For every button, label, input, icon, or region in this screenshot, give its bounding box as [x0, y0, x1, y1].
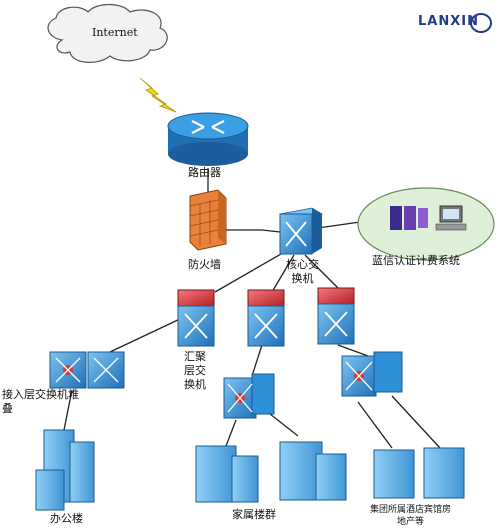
aggregation-label: 汇聚 层交 换机 [184, 350, 206, 392]
family-building-2-icon [279, 441, 347, 501]
link-agg1-access [109, 317, 183, 353]
access-switch-stack-family [223, 373, 275, 419]
link-hotel-bldg2 [391, 395, 441, 449]
link-core-auth [317, 221, 361, 229]
core-switch-label-line1: 核心交 [286, 258, 319, 271]
group-hotels-label: 集团所属酒店宾馆房 地产等 [370, 504, 451, 528]
office-label: 办公楼 [50, 512, 83, 525]
aggregation-switch-2 [247, 289, 285, 347]
family-buildings-label: 家属楼群 [232, 508, 276, 521]
lightning-icon [139, 77, 177, 113]
access-switch-stack-hotel [341, 351, 403, 397]
firewall-icon [189, 189, 227, 251]
firewall-label: 防火墙 [188, 258, 221, 271]
link-hotel-bldg1 [357, 401, 393, 449]
aggregation-label-line2: 层交 [184, 364, 206, 377]
hotel-building-1-icon [373, 449, 415, 499]
access-stack-label-line1: 接入层交换机堆 [2, 388, 79, 401]
auth-billing-label: 蓝信认证计费系统 [372, 254, 460, 267]
server-icon [390, 206, 428, 230]
access-stack-label-line2: 叠 [2, 402, 13, 415]
router-label: 路由器 [188, 166, 221, 179]
aggregation-label-line1: 汇聚 [184, 350, 206, 363]
office-building-icon [35, 429, 95, 511]
access-switch-stack-office [49, 351, 125, 389]
access-stack-label: 接入层交换机堆 叠 [2, 388, 79, 416]
core-switch-label: 核心交 换机 [286, 258, 319, 286]
lanxin-logo: LANXIN [404, 10, 494, 36]
group-hotels-label-line1: 集团所属酒店宾馆房 [370, 505, 452, 515]
logo-swoosh [470, 13, 492, 33]
aggregation-switch-1 [177, 289, 215, 347]
logo-text: LANXIN [418, 14, 479, 29]
link-core-agg1 [214, 249, 289, 293]
aggregation-label-line3: 换机 [184, 378, 206, 391]
group-hotels-label-line2: 地产等 [397, 517, 425, 527]
link-agg3-hotel [337, 344, 369, 357]
internet-cloud [47, 3, 168, 63]
auth-billing-group [357, 187, 495, 261]
internet-label: Internet [92, 26, 138, 39]
link-access-office [63, 389, 73, 431]
hotel-building-2-icon [423, 447, 465, 499]
router-icon [167, 112, 249, 166]
aggregation-switch-3 [317, 287, 355, 345]
link-core-agg2 [271, 254, 295, 293]
family-building-1-icon [195, 445, 259, 503]
core-switch-icon [278, 207, 324, 255]
computer-icon [435, 205, 467, 231]
link-agg2-family [251, 344, 263, 377]
link-firewall-core [224, 229, 281, 233]
link-family-bldg1 [225, 419, 237, 447]
link-core-agg3 [304, 254, 341, 291]
core-switch-label-line2: 换机 [291, 272, 314, 285]
